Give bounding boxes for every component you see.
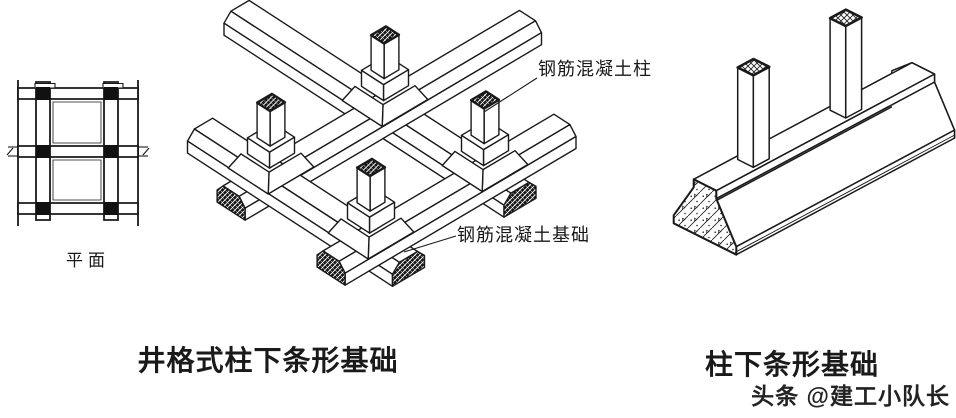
strip-footing-body (674, 63, 955, 255)
footing-cut-face (674, 179, 737, 254)
grid-foundation-caption: 井格式柱下条形基础 (137, 346, 399, 377)
column-near (738, 59, 770, 167)
strip-foundation-caption: 柱下条形基础 (704, 350, 879, 381)
watermark-text: 头条 @建工小队长 (751, 383, 950, 409)
column-far (830, 10, 862, 118)
strip-cut-face (317, 251, 345, 285)
grid-foundation-drawing (185, 0, 580, 300)
plan-strip-extensions (7, 147, 149, 156)
strip-foundation-drawing (640, 0, 956, 300)
strip-cut-face (217, 186, 245, 220)
column-top-face (738, 59, 770, 75)
plan-bay-outline (53, 102, 101, 143)
plan-columns (36, 87, 118, 215)
slab-edge-line (736, 135, 954, 252)
annotation-column-label: 钢筋混凝土柱 (538, 59, 652, 79)
plan-bay-outline (53, 160, 101, 200)
plan-strip-bottom (18, 203, 138, 214)
annotation-footing-label: 钢筋混凝土基础 (457, 225, 590, 245)
plan-strip-top (18, 88, 138, 99)
column-top-face (830, 10, 862, 26)
plan-strip-middle (18, 146, 138, 157)
strip-cut-face (504, 182, 536, 217)
plan-view-drawing (5, 58, 170, 263)
plan-view-label: 平面 (66, 251, 110, 270)
